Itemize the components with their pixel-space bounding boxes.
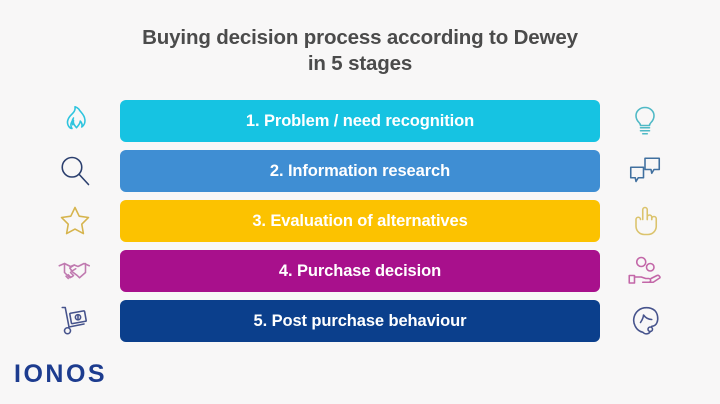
stage-bar-3[interactable]: 3. Evaluation of alternatives [120,200,600,242]
stage-row: 4. Purchase decision [0,250,720,292]
stage-list: 1. Problem / need recognition 2. [0,100,720,350]
stage-row: 3. Evaluation of alternatives [0,200,720,242]
stage-label: 1. Problem / need recognition [245,111,475,130]
page-title: Buying decision process according to Dew… [0,25,720,77]
stage-row: 5. Post purchase behaviour [0,300,720,342]
star-icon [46,200,104,242]
stage-bar-4[interactable]: 4. Purchase decision [120,250,600,292]
stage-row: 2. Information research [0,150,720,192]
stage-bar-5[interactable]: 5. Post purchase behaviour [120,300,600,342]
stage-label: 3. Evaluation of alternatives [252,211,468,230]
headset-support-icon [616,300,674,342]
title-line-1: Buying decision process according to Dew… [142,26,578,49]
magnifier-icon [46,150,104,192]
stage-row: 1. Problem / need recognition [0,100,720,142]
stage-bar-1[interactable]: 1. Problem / need recognition [120,100,600,142]
pointing-hand-icon [616,200,674,242]
hand-truck-money-icon [46,300,104,342]
stage-label: 2. Information research [269,161,451,180]
ionos-logo: IONOS [14,360,108,388]
title-line-2: in 5 stages [307,52,413,75]
hand-with-coins-icon [616,250,674,292]
stage-label: 4. Purchase decision [278,261,442,280]
speech-bubbles-icon [616,150,674,192]
handshake-icon [46,250,104,292]
stage-label: 5. Post purchase behaviour [253,311,467,330]
lightbulb-icon [616,100,674,142]
stage-bar-2[interactable]: 2. Information research [120,150,600,192]
flame-icon [46,100,104,142]
